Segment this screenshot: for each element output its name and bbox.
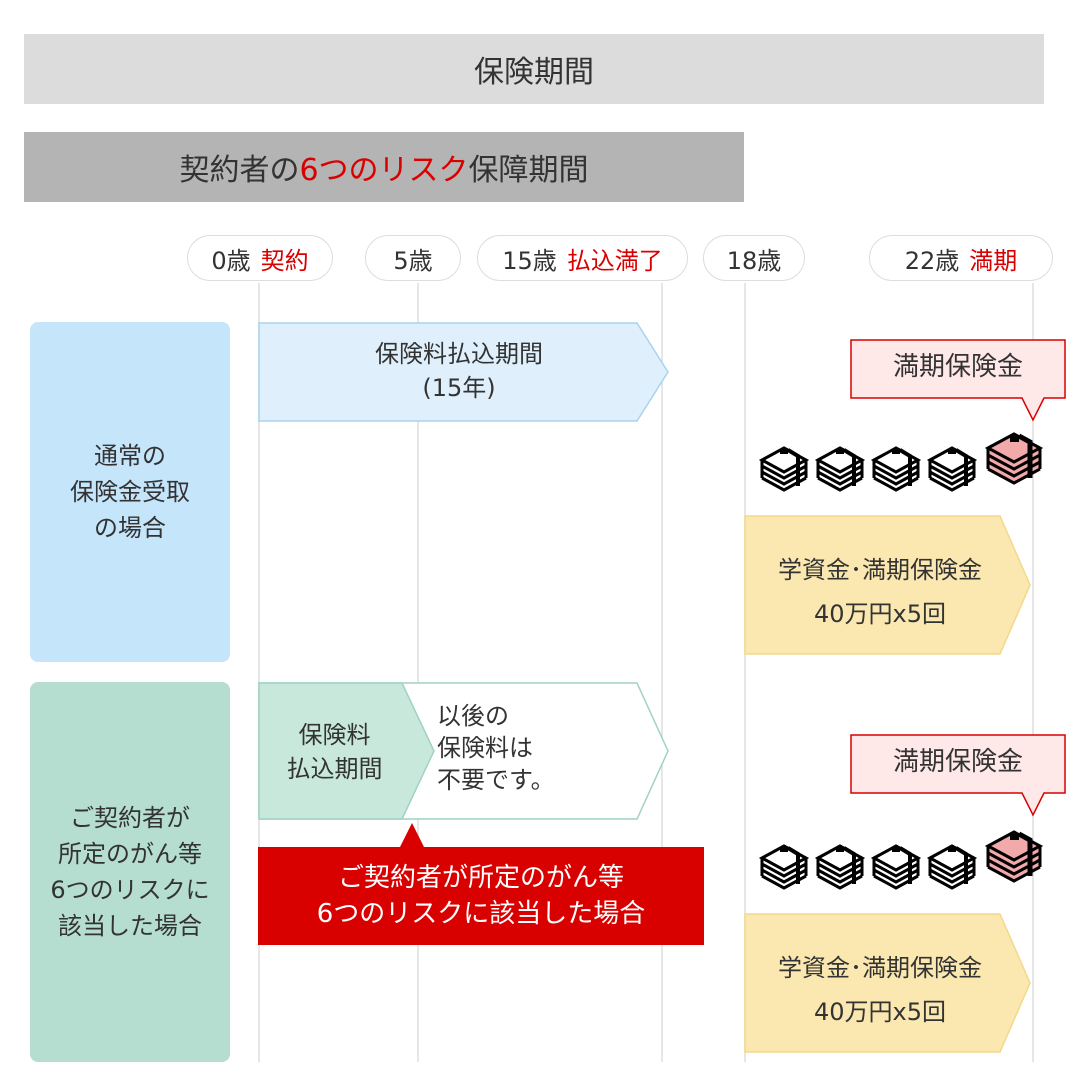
maturity-callout-text-risk: 満期保険金 xyxy=(892,747,1023,777)
maturity-callout-normal xyxy=(850,339,1066,422)
premium-period-label: 保険料払込期間 xyxy=(375,340,543,368)
benefit-amount: 40万円x5回 xyxy=(813,600,946,628)
benefit-text-normal: 学資金･満期保険金 40万円x5回 xyxy=(745,548,1015,636)
risk-premium-segment xyxy=(258,682,435,820)
risk-premium-label: 保険料 xyxy=(298,721,371,749)
age-marker-15: 15歳払込満了 xyxy=(477,235,688,281)
age-label: 0歳 xyxy=(211,246,251,275)
age-event: 契約 xyxy=(260,246,309,275)
premium-period-years: (15年) xyxy=(422,374,496,402)
subtitle-highlight: 6つのリスク xyxy=(299,153,469,188)
age-label: 5歳 xyxy=(393,246,433,275)
subtitle-suffix: 保障期間 xyxy=(468,153,589,188)
maturity-callout-risk xyxy=(850,734,1066,817)
money-icons-risk xyxy=(760,832,1040,890)
risk-event-callout xyxy=(258,823,704,945)
age-label: 18歳 xyxy=(726,246,782,275)
maturity-callout-text-normal: 満期保険金 xyxy=(892,352,1023,382)
benefit-arrow-normal xyxy=(744,515,1031,655)
benefit-amount: 40万円x5回 xyxy=(813,998,946,1026)
risk-event-line1: ご契約者が所定のがん等 xyxy=(337,863,624,893)
age-label: 22歳 xyxy=(904,246,960,275)
benefit-label: 学資金･満期保険金 xyxy=(778,954,982,982)
age-event: 払込満了 xyxy=(566,246,663,275)
age-marker-5: 5歳 xyxy=(365,235,461,281)
risk-event-text: ご契約者が所定のがん等 6つのリスクに該当した場合 xyxy=(258,860,704,932)
waiver-text: 以後の 保険料は 不要です。 xyxy=(437,702,555,794)
benefit-text-risk: 学資金･満期保険金 40万円x5回 xyxy=(745,946,1015,1034)
age-marker-22: 22歳満期 xyxy=(869,235,1053,281)
subtitle-prefix: 契約者の xyxy=(179,153,300,188)
premium-period-text: 保険料払込期間 (15年) xyxy=(259,337,659,405)
row-label-risk: ご契約者が 所定のがん等 6つのリスクに 該当した場合 xyxy=(30,682,230,1062)
risk-premium-text: 保険料 払込期間 xyxy=(262,718,407,786)
benefit-label: 学資金･満期保険金 xyxy=(778,556,982,584)
age-marker-0: 0歳契約 xyxy=(187,235,333,281)
benefit-arrow-risk xyxy=(744,913,1031,1053)
page-title: 保険期間 xyxy=(24,34,1044,104)
risk-event-line2: 6つのリスクに該当した場合 xyxy=(316,899,646,929)
premium-period-arrow xyxy=(258,322,669,422)
age-marker-18: 18歳 xyxy=(703,235,805,281)
risk-premium-period: 払込期間 xyxy=(286,755,383,783)
money-icons-normal xyxy=(760,434,1040,492)
row-label-normal: 通常の 保険金受取 の場合 xyxy=(30,322,230,662)
age-label: 15歳 xyxy=(502,246,557,275)
age-event: 満期 xyxy=(969,246,1018,275)
